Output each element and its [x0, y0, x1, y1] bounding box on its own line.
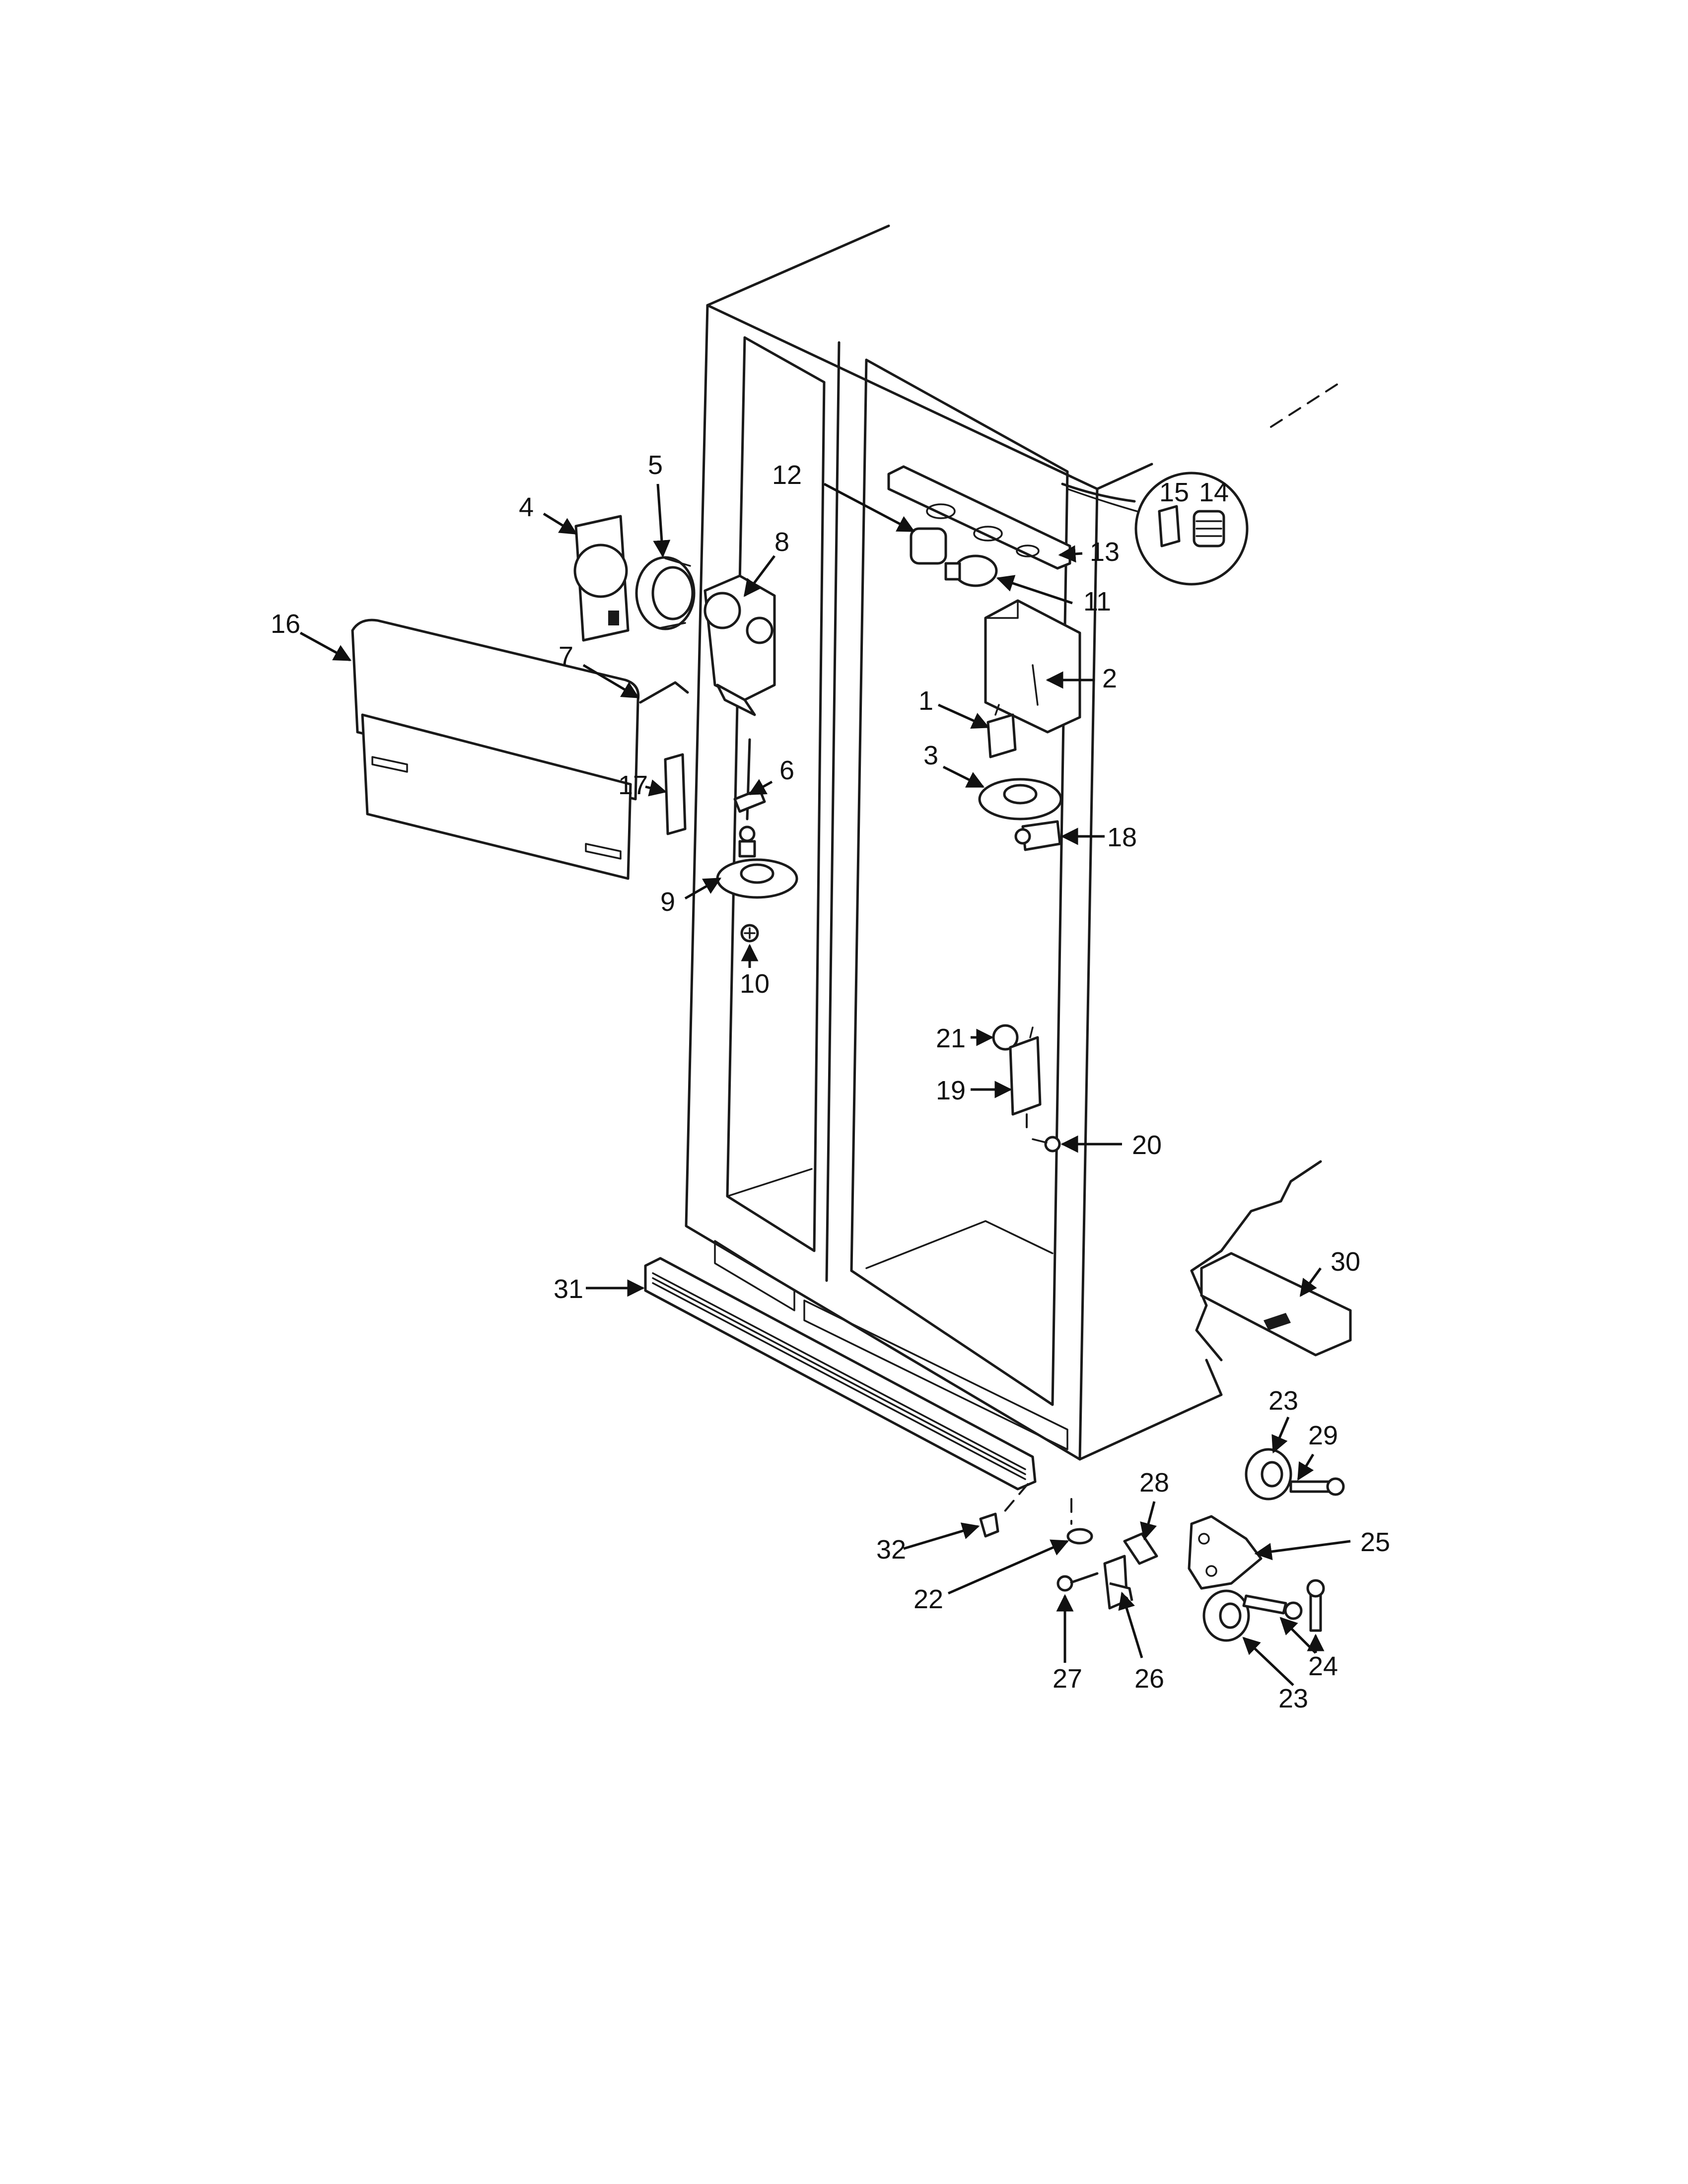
- callout-1: 1: [918, 686, 933, 716]
- callout-labels: 1 2 3 4 5 6 7 8 9 10 11 12 13 14 15 16 1…: [271, 450, 1390, 1713]
- callout-22: 22: [914, 1584, 943, 1614]
- callout-31: 31: [554, 1274, 583, 1304]
- callout-19: 19: [936, 1076, 966, 1105]
- refrigerator-cabinet: [685, 224, 1341, 1461]
- callout-15: 15: [1159, 478, 1189, 507]
- part-11-bulb: [944, 554, 998, 587]
- part-29-pin: [1289, 1477, 1345, 1496]
- callout-18: 18: [1107, 822, 1137, 852]
- part-22-washer: [1066, 1498, 1093, 1545]
- callout-23-upper: 23: [1268, 1386, 1298, 1416]
- callout-7: 7: [559, 641, 573, 671]
- part-13-light-bracket: [887, 465, 1071, 570]
- part-16-control-cover: [351, 618, 640, 880]
- callout-23-lower: 23: [1278, 1684, 1308, 1713]
- part-27-screw: [1056, 1572, 1099, 1592]
- part-4-housing: [573, 515, 630, 642]
- callout-14: 14: [1199, 478, 1229, 507]
- part-10-screw: [740, 924, 759, 943]
- callout-9: 9: [660, 887, 675, 917]
- part-2-light-shield: [984, 599, 1081, 734]
- callout-30: 30: [1331, 1247, 1360, 1277]
- part-3-diffuser: [978, 778, 1062, 820]
- part-24-pins: [1242, 1579, 1325, 1632]
- part-31-toe-grille: [644, 1257, 1037, 1491]
- detail-14-15-inset: [1061, 472, 1249, 586]
- part-23-roller-lower: [1202, 1589, 1250, 1642]
- part-9-diffuser: [716, 858, 798, 899]
- callout-25: 25: [1360, 1527, 1390, 1557]
- part-7-link: [639, 681, 689, 704]
- callout-27: 27: [1053, 1664, 1082, 1694]
- callout-20: 20: [1132, 1130, 1162, 1160]
- callout-17: 17: [618, 770, 648, 800]
- callout-6: 6: [779, 755, 794, 785]
- part-28-spacer: [1123, 1532, 1158, 1565]
- callout-2: 2: [1102, 664, 1117, 693]
- callout-26: 26: [1134, 1664, 1164, 1694]
- part-32-clip: [979, 1483, 1029, 1538]
- callout-8: 8: [774, 527, 789, 557]
- part-17-bracket: [664, 753, 687, 835]
- part-30-hinge-bracket: [1190, 1160, 1352, 1362]
- callout-4: 4: [519, 492, 534, 522]
- callout-29: 29: [1308, 1421, 1338, 1450]
- callout-leaders: [299, 482, 1351, 1686]
- callout-32: 32: [876, 1535, 906, 1565]
- part-12-socket: [910, 527, 947, 565]
- callout-5: 5: [648, 450, 663, 480]
- part-5-knob: [635, 556, 696, 630]
- part-23-roller-upper: [1245, 1448, 1292, 1501]
- part-25-hinge: [1188, 1515, 1263, 1590]
- callout-11: 11: [1083, 587, 1111, 616]
- callout-16: 16: [271, 609, 300, 639]
- callout-28: 28: [1139, 1468, 1169, 1498]
- part-26-hinge-plate: [1103, 1555, 1133, 1610]
- callout-24: 24: [1308, 1651, 1338, 1681]
- part-1-switch: [986, 704, 1017, 758]
- callout-13: 13: [1090, 537, 1120, 567]
- callout-3: 3: [923, 741, 938, 770]
- callout-10: 10: [740, 969, 770, 999]
- callout-12: 12: [772, 460, 802, 490]
- callout-21: 21: [936, 1024, 966, 1053]
- part-6-damper: [733, 738, 766, 858]
- part-18-switch: [1014, 820, 1061, 851]
- part-8-control-assembly: [703, 574, 776, 716]
- part-20-screw: [1026, 1113, 1061, 1153]
